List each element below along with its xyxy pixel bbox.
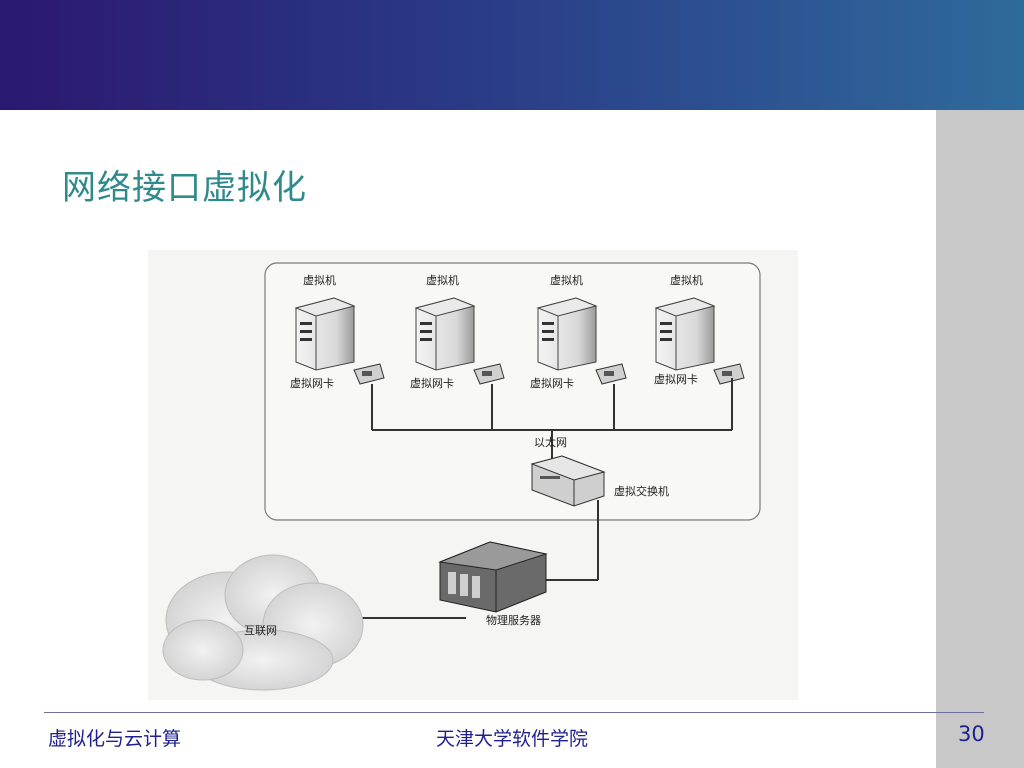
- server-tower-icon: [654, 297, 716, 371]
- internet-cloud-icon: [162, 554, 364, 691]
- virtual-machine-1: 虚拟机 虚拟网卡: [290, 273, 385, 390]
- virtual-machine-4: 虚拟机 虚拟网卡: [654, 273, 745, 386]
- page-number: 30: [958, 722, 985, 746]
- vm-label-4: 虚拟机: [670, 273, 703, 287]
- ethernet-label: 以太网: [534, 436, 567, 449]
- slide-title: 网络接口虚拟化: [62, 168, 307, 208]
- virtual-machine-3: 虚拟机 虚拟网卡: [530, 273, 627, 390]
- footer-divider: [44, 712, 984, 713]
- virtual-machine-2: 虚拟机 虚拟网卡: [410, 273, 505, 390]
- footer-course-name: 虚拟化与云计算: [48, 728, 182, 750]
- network-card-icon: [713, 363, 745, 385]
- vm-label-1: 虚拟机: [303, 273, 336, 287]
- top-banner: [0, 0, 1024, 110]
- right-gray-strip: [936, 110, 1024, 768]
- vm-label-3: 虚拟机: [550, 273, 583, 287]
- network-card-icon: [595, 363, 627, 385]
- vm-label-2: 虚拟机: [426, 273, 459, 287]
- nic-label-4: 虚拟网卡: [654, 372, 698, 386]
- switch-label: 虚拟交换机: [614, 484, 669, 498]
- server-tower-icon: [536, 297, 598, 371]
- server-tower-icon: [294, 297, 356, 371]
- virtual-switch-icon: [530, 455, 606, 507]
- network-card-icon: [473, 363, 505, 385]
- server-label: 物理服务器: [486, 613, 541, 627]
- internet-label: 互联网: [244, 624, 277, 637]
- ethernet-bus: [371, 378, 733, 460]
- nic-label-3: 虚拟网卡: [530, 376, 574, 390]
- server-tower-icon: [414, 297, 476, 371]
- nic-label-2: 虚拟网卡: [410, 376, 454, 390]
- footer-school-name: 天津大学软件学院: [436, 728, 589, 750]
- nic-label-1: 虚拟网卡: [290, 376, 334, 390]
- network-card-icon: [353, 363, 385, 385]
- host-boundary: [264, 262, 761, 521]
- physical-server-icon: [438, 541, 548, 613]
- network-virtualization-diagram: 虚拟机 虚拟网卡 虚拟机: [148, 250, 798, 700]
